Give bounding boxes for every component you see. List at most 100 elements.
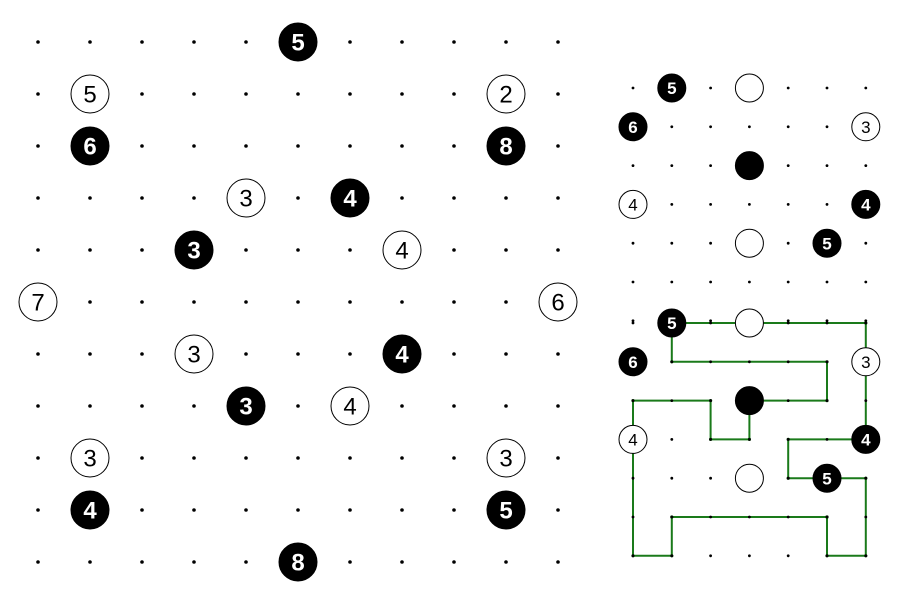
example-white-circle (734, 228, 764, 258)
main-black-circle (226, 386, 266, 426)
main-grid-dot (88, 352, 92, 356)
example-white-circle (734, 73, 764, 103)
example-black-circle (734, 151, 764, 181)
main-white-circle (174, 334, 214, 374)
main-grid-dot (296, 300, 300, 304)
main-grid-dot (140, 92, 144, 96)
main-grid-dot (400, 456, 404, 460)
solution-circle-number: 4 (861, 431, 871, 450)
example-circle-number: 3 (861, 118, 870, 137)
example-grid-dot (631, 280, 635, 284)
example-grid-dot (786, 203, 790, 206)
solution-grid-dot (631, 321, 635, 325)
main-black-circle (486, 126, 526, 166)
main-grid-dot (400, 144, 404, 148)
main-circle-number: 4 (83, 498, 97, 525)
main-grid-dot (88, 560, 92, 564)
main-circle-number: 5 (499, 498, 512, 525)
example-grid-dot (670, 280, 674, 284)
main-grid-dot (88, 40, 92, 44)
main-black-circle (70, 490, 110, 530)
main-grid-dot (556, 352, 560, 356)
main-circle-number: 3 (239, 186, 252, 213)
main-grid-dot (556, 560, 560, 564)
main-grid-dot (556, 508, 560, 512)
main-grid-dot (452, 40, 456, 44)
solution-black-circle (734, 386, 764, 416)
example-grid-dot (825, 203, 829, 206)
main-circle-number: 7 (31, 290, 44, 317)
main-grid-dot (36, 352, 40, 356)
main-grid-dot (452, 248, 456, 252)
solution-grid-dot (631, 515, 635, 519)
example-grid-dot (825, 86, 829, 90)
main-white-circle (226, 178, 266, 218)
main-grid-dot (296, 196, 300, 200)
example-grid-dot (709, 86, 712, 90)
solution-path-line (671, 322, 867, 557)
main-grid-dot (348, 300, 352, 304)
main-grid-dot (348, 508, 352, 512)
solution-grid-dot (631, 554, 635, 558)
main-circle-number: 2 (499, 82, 512, 109)
solution-grid-dot (786, 476, 790, 480)
main-grid-dot (400, 508, 404, 512)
main-white-circle (70, 438, 110, 478)
solution-circle-number: 5 (667, 314, 676, 333)
example-black-circle (812, 228, 842, 258)
solution-grid-dot (709, 476, 712, 480)
main-grid-dot (556, 144, 560, 148)
main-circle-number: 3 (187, 238, 200, 265)
example-grid-dot (864, 319, 868, 323)
example-grid-dot (709, 319, 712, 323)
example-grid-dot (631, 86, 635, 90)
main-black-circle (330, 178, 370, 218)
solution-grid-dot (786, 360, 790, 364)
main-grid-dot (348, 248, 352, 252)
example-grid-dot (670, 241, 674, 245)
example-grid-dot (786, 280, 790, 284)
solution-circle-number: 3 (861, 353, 870, 372)
example-grid-dot (786, 241, 790, 245)
main-circle-number: 6 (83, 134, 96, 161)
main-circle-number: 3 (187, 342, 200, 369)
example-grid-dot (864, 86, 868, 90)
main-grid-dot (244, 456, 248, 460)
solution-grid-dot (864, 554, 868, 558)
main-grid-dot (556, 40, 560, 44)
main-grid-dot (192, 456, 196, 460)
main-grid-dot (36, 560, 40, 564)
main-black-circle (382, 334, 422, 374)
example-grid-dot (748, 203, 751, 206)
example-black-circle (618, 112, 648, 142)
solution-black-circle (618, 347, 648, 377)
example-grid-dot (864, 280, 868, 284)
solution-grid-dot (825, 399, 829, 402)
main-black-circle (486, 490, 526, 530)
main-grid-dot (36, 404, 40, 408)
main-grid-dot (244, 248, 248, 252)
main-grid-dot (348, 92, 352, 96)
main-grid-dot (400, 196, 404, 200)
main-circle-number: 3 (239, 394, 252, 421)
main-circle-number: 3 (83, 446, 96, 473)
solution-grid-dot (786, 438, 790, 441)
solution-grid-dot (709, 321, 712, 325)
solution-grid-dot (825, 321, 829, 325)
solution-grid-dot (631, 399, 635, 402)
example-grid-dot (864, 164, 868, 168)
main-grid-dot (348, 352, 352, 356)
main-grid-dot (504, 248, 508, 252)
example-grid-dot (670, 203, 674, 206)
solution-grid-dot (864, 399, 868, 402)
main-grid-dot (192, 144, 196, 148)
main-grid-dot (348, 40, 352, 44)
solution-white-circle (734, 463, 764, 493)
solution-black-circle (657, 308, 687, 338)
example-circle-number: 4 (861, 196, 871, 215)
main-grid-dot (140, 560, 144, 564)
main-circle-number: 4 (395, 238, 408, 265)
solution-grid-dot (709, 554, 712, 558)
main-grid-dot (296, 248, 300, 252)
